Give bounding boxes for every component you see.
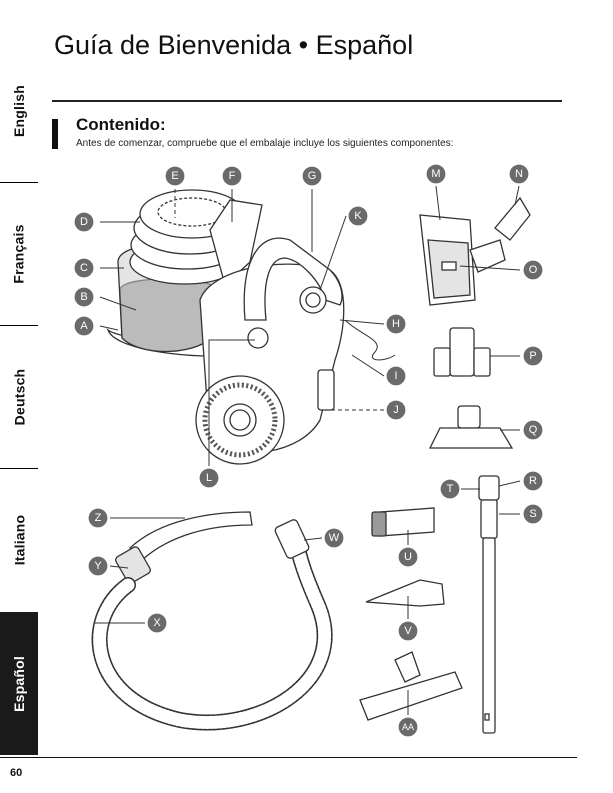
svg-text:W: W: [329, 532, 340, 544]
svg-text:S: S: [529, 508, 536, 520]
callout-R: R: [523, 471, 543, 491]
svg-text:K: K: [354, 210, 362, 222]
svg-text:F: F: [229, 170, 236, 182]
svg-text:Z: Z: [95, 512, 102, 524]
svg-text:J: J: [393, 404, 399, 416]
hose-illustration: [100, 512, 325, 722]
callout-I: I: [386, 366, 406, 386]
adapter-illustration: [434, 328, 490, 376]
callout-S: S: [523, 504, 543, 524]
upholstery-tool-illustration: [430, 406, 512, 448]
callout-X: X: [147, 613, 167, 633]
callout-A: A: [74, 316, 94, 336]
svg-text:Q: Q: [529, 424, 538, 436]
vacuum-body-illustration: [108, 190, 395, 464]
callout-U: U: [398, 547, 418, 567]
callout-B: B: [74, 287, 94, 307]
svg-text:G: G: [308, 170, 317, 182]
callout-P: P: [523, 346, 543, 366]
callout-T: T: [440, 479, 460, 499]
turbo-brush-illustration: [420, 198, 530, 305]
floor-head-illustration: [360, 652, 462, 720]
callout-C: C: [74, 258, 94, 278]
svg-text:C: C: [80, 262, 88, 274]
svg-text:A: A: [80, 320, 88, 332]
svg-text:B: B: [80, 291, 87, 303]
svg-text:Y: Y: [94, 560, 102, 572]
callout-N: N: [509, 164, 529, 184]
svg-text:E: E: [171, 170, 178, 182]
svg-text:I: I: [394, 370, 397, 382]
footer-divider: [0, 757, 577, 758]
callout-F: F: [222, 166, 242, 186]
dusting-brush-illustration: [372, 508, 434, 536]
callout-D: D: [74, 212, 94, 232]
callout-Z: Z: [88, 508, 108, 528]
callout-Q: Q: [523, 420, 543, 440]
callout-O: O: [523, 260, 543, 280]
svg-text:X: X: [153, 617, 161, 629]
callout-G: G: [302, 166, 322, 186]
svg-text:P: P: [529, 350, 536, 362]
callout-K: K: [348, 206, 368, 226]
callout-Y: Y: [88, 556, 108, 576]
svg-text:H: H: [392, 318, 400, 330]
svg-text:M: M: [431, 168, 440, 180]
svg-text:O: O: [529, 264, 538, 276]
telescopic-tube-illustration: [479, 476, 499, 733]
callout-M: M: [426, 164, 446, 184]
callout-L: L: [199, 468, 219, 488]
callout-E: E: [165, 166, 185, 186]
callout-W: W: [324, 528, 344, 548]
svg-text:T: T: [447, 483, 454, 495]
callout-J: J: [386, 400, 406, 420]
page-number: 60: [10, 767, 22, 779]
svg-text:AA: AA: [402, 722, 414, 732]
crevice-tool-illustration: [366, 580, 444, 606]
svg-text:D: D: [80, 216, 88, 228]
svg-text:R: R: [529, 475, 537, 487]
callout-V: V: [398, 621, 418, 641]
svg-text:U: U: [404, 551, 412, 563]
callout-AA: AA: [398, 717, 418, 737]
svg-text:N: N: [515, 168, 523, 180]
svg-text:V: V: [404, 625, 412, 637]
callout-H: H: [386, 314, 406, 334]
svg-text:L: L: [206, 472, 212, 484]
